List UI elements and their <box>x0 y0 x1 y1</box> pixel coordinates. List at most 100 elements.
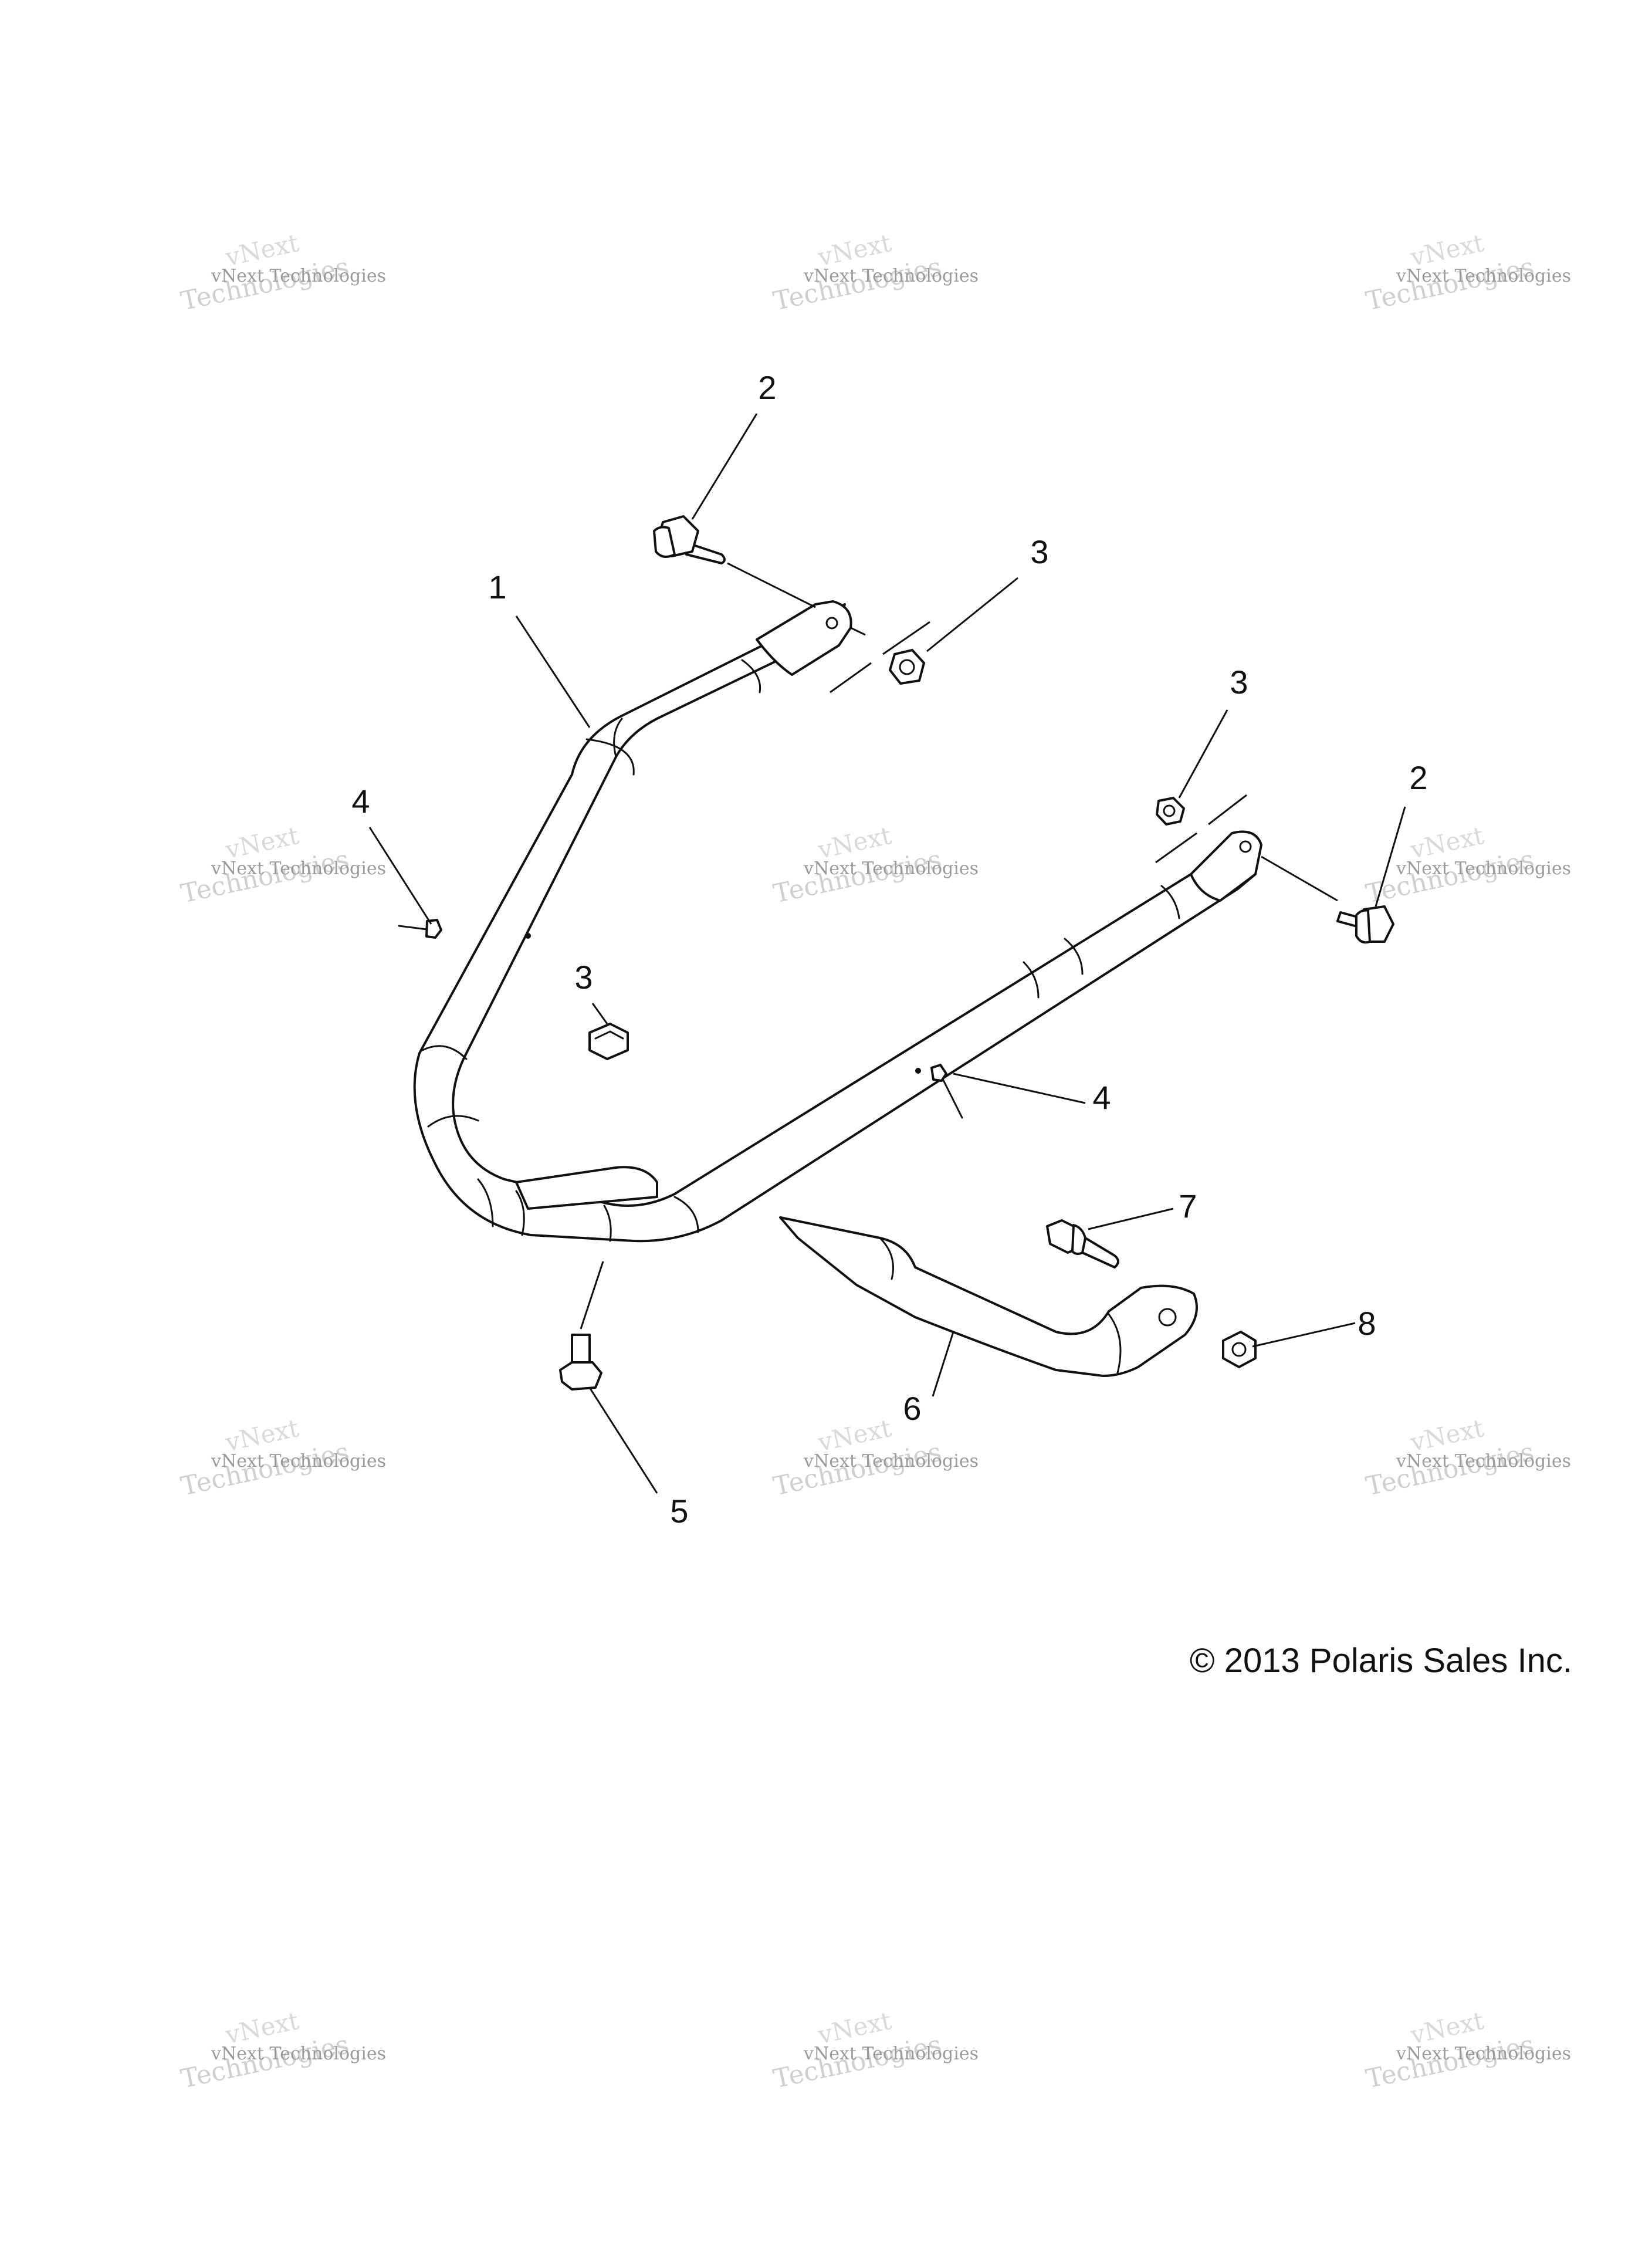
tube-band <box>421 1045 468 1060</box>
tube-hole <box>525 933 531 939</box>
assembly-line <box>850 627 866 636</box>
flange-nut-part-8 <box>1222 1331 1257 1368</box>
nut-top <box>594 1030 624 1040</box>
leader-3-right <box>1178 709 1228 799</box>
watermark-label: vNext Technologies <box>1396 266 1571 286</box>
watermark-label: vNext Technologies <box>1396 858 1571 879</box>
watermark-label: vNext Technologies <box>211 1451 386 1471</box>
bolt-head <box>559 1361 602 1391</box>
tube-hole <box>915 1068 921 1074</box>
tube-band <box>673 1196 699 1233</box>
bolt-shank <box>685 542 726 564</box>
bracket-hole <box>1158 1308 1177 1327</box>
callout-labels: 2 3 1 3 2 4 3 4 7 8 6 5 <box>351 369 1427 1530</box>
callout-6: 6 <box>903 1390 921 1427</box>
assembly-lines <box>580 562 1338 1330</box>
tube-band <box>477 1178 494 1227</box>
bolt-shank <box>571 1334 591 1365</box>
callout-2-right: 2 <box>1409 759 1427 796</box>
flange-bolt-part-7 <box>1046 1219 1119 1268</box>
bracket-band <box>1108 1313 1122 1374</box>
bumper-center-bracket <box>515 1166 658 1210</box>
assembly-line <box>1261 855 1338 902</box>
callout-4-left: 4 <box>351 783 370 820</box>
bolt-shank <box>1081 1237 1119 1268</box>
assembly-line <box>580 1261 604 1330</box>
leader-2-right <box>1375 806 1406 907</box>
leader-6 <box>932 1331 954 1397</box>
watermark-label: vNext Technologies <box>803 1451 979 1471</box>
leader-7 <box>1088 1207 1174 1230</box>
callout-5: 5 <box>670 1493 688 1530</box>
leader-4-left <box>368 827 432 925</box>
watermark-label: vNext Technologies <box>803 858 979 879</box>
watermark-grid: vNext Technologies vNext Technologies vN… <box>178 228 1571 2095</box>
assembly-line <box>727 562 816 608</box>
leader-3-upper <box>926 577 1018 652</box>
leader-3-center <box>591 1003 608 1024</box>
assembly-line <box>882 621 930 655</box>
tube-band <box>613 718 623 758</box>
tube-band <box>1023 961 1040 999</box>
tube-band <box>515 1190 525 1236</box>
leader-1 <box>515 615 591 728</box>
nut-body <box>588 1023 629 1060</box>
bumper-right-tab <box>1190 830 1262 902</box>
tube-band <box>741 659 761 694</box>
rivet-pin <box>940 1075 963 1119</box>
assembly-line <box>1208 794 1247 826</box>
leader-5 <box>588 1387 658 1494</box>
callout-3-center: 3 <box>574 959 593 996</box>
leader-4-right <box>953 1073 1086 1104</box>
copyright-notice: © 2013 Polaris Sales Inc. <box>1190 1642 1572 1680</box>
lower-bracket-outline <box>779 1216 1198 1377</box>
right-tab-hole <box>1239 840 1252 853</box>
watermark-label: vNext Technologies <box>211 858 386 879</box>
callout-3-upper: 3 <box>1030 533 1048 570</box>
nut-body <box>1156 797 1185 826</box>
bolt-flange <box>1071 1224 1086 1256</box>
watermark-label: vNext Technologies <box>803 266 979 286</box>
callout-7: 7 <box>1179 1188 1197 1224</box>
callout-3-right: 3 <box>1230 664 1248 701</box>
tube-band <box>427 1115 479 1128</box>
nut-bore <box>1163 804 1176 817</box>
nut-part-3-right <box>1156 797 1185 826</box>
watermark-label: vNext Technologies <box>1396 2044 1571 2064</box>
assembly-line <box>1155 832 1197 864</box>
tube-band <box>603 1205 612 1242</box>
rivet-head <box>930 1064 947 1082</box>
nut-bore <box>1231 1342 1247 1357</box>
rivet-part-4-left <box>398 919 442 939</box>
watermark-label: vNext Technologies <box>211 2044 386 2064</box>
nut-body <box>1222 1331 1257 1368</box>
nut-bore <box>899 659 915 675</box>
leader-2-upper <box>691 413 758 520</box>
flange-bolt-part-2-upper <box>653 515 726 564</box>
lower-bracket-part-6 <box>779 1216 1198 1377</box>
bolt-flange <box>653 526 676 558</box>
bumper-tube-outline <box>413 603 1257 1243</box>
bumper-tube-part-1 <box>413 600 1262 1243</box>
flange-bolt-part-2-right <box>1336 905 1394 944</box>
tube-band <box>1064 938 1084 975</box>
callout-4-right: 4 <box>1092 1079 1111 1116</box>
callout-leaders <box>368 413 1406 1494</box>
leader-8 <box>1252 1322 1356 1348</box>
callout-8: 8 <box>1358 1305 1376 1342</box>
rivet-head <box>425 919 442 939</box>
watermark-label: vNext Technologies <box>1396 1451 1571 1471</box>
bolt-flange <box>1355 909 1371 944</box>
tube-band <box>585 738 635 776</box>
assembly-line <box>830 662 872 694</box>
nut-body <box>889 649 925 685</box>
watermark-label: vNext Technologies <box>803 2044 979 2064</box>
nut-part-3-center <box>588 1023 629 1060</box>
nut-part-3-upper <box>889 649 925 685</box>
callout-1: 1 <box>488 569 506 605</box>
upper-tab-hole <box>825 617 838 630</box>
flange-bolt-part-5 <box>559 1334 602 1391</box>
tube-band <box>1160 885 1180 919</box>
bracket-band <box>879 1237 894 1280</box>
